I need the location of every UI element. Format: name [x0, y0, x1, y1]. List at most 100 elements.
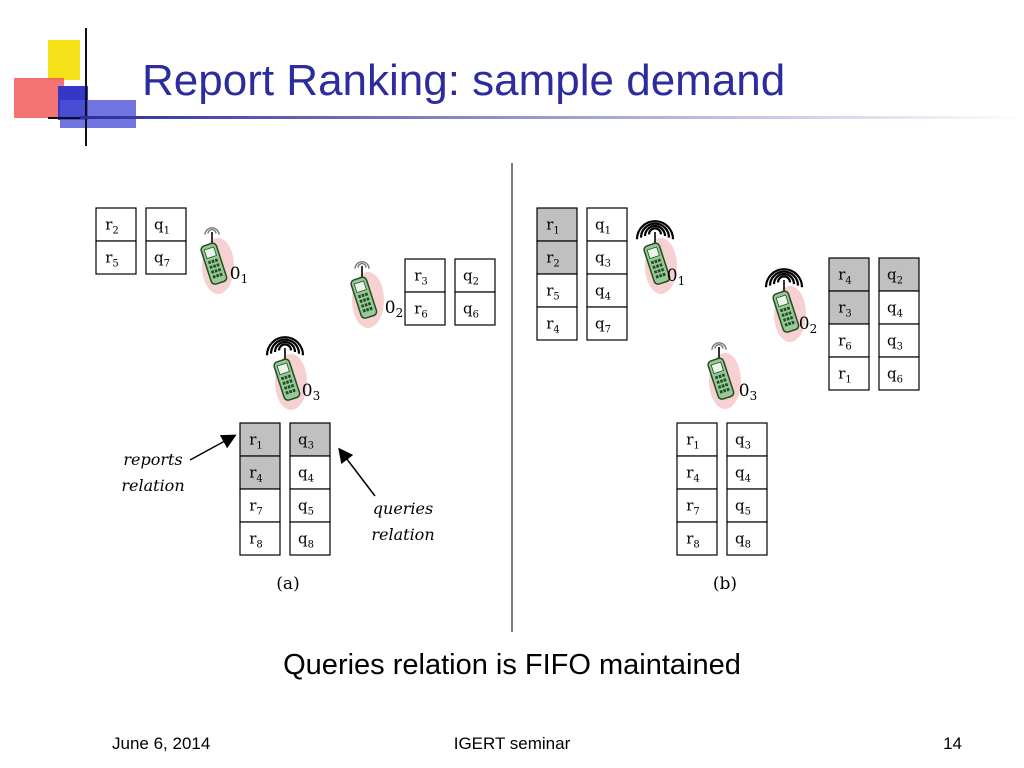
panel-b-node3-reports-cell-label: r1	[686, 431, 700, 452]
panel-a-node2-queries-cell-label: q6	[463, 300, 479, 321]
panel-a-node3-queries-cell-label: q5	[298, 497, 314, 518]
panel-b-node3-queries-cell-label: q3	[735, 431, 751, 452]
panel-a-node1-phone-icon	[200, 227, 234, 294]
panel-a-node2-reports-cell-r3	[404, 258, 446, 293]
panel-a-node3-queries-cell-q5	[289, 488, 331, 523]
panel-a-node2-label: 02	[385, 298, 403, 320]
panel-a-node2-queries-cell-q6	[454, 291, 496, 326]
panel-b-node1-reports-cell-label: r2	[546, 249, 560, 270]
annotation-1-arrow	[189, 434, 237, 461]
panel-a-node3-queries-cell-q4	[289, 455, 331, 490]
panel-a-node3-label: 03	[302, 381, 320, 403]
panel-a-node2-queries-cell-label: q2	[463, 267, 479, 288]
panel-a-label: (a)	[276, 574, 299, 594]
panel-a-node2-reports-cell-label: r3	[414, 267, 428, 288]
panel-b-node2-reports-cell-r3	[828, 290, 870, 325]
panel-a-node3-queries-cell-q8	[289, 521, 331, 556]
footer-page-number: 14	[943, 734, 962, 753]
panel-b-node1-reports-cell-r4	[536, 306, 578, 341]
panel-a-node1-reports-cell-label: r5	[105, 249, 119, 270]
footer-date: June 6, 2014	[112, 734, 211, 753]
panel-b-node3-queries-cell-q5	[726, 488, 768, 523]
panel-b-node2-queries-cell-q3	[878, 323, 920, 358]
panel-a-node3-reports-cell-r8	[239, 521, 281, 556]
panel-b-node2-queries-cell-q4	[878, 290, 920, 325]
panel-a-node1-reports-cell-r2	[95, 207, 137, 242]
panel-b-node2-queries-cell-label: q2	[887, 266, 903, 287]
panel-a-node1-queries-cell-q1	[145, 207, 187, 242]
panel-b-node3-reports-cell-label: r4	[686, 464, 700, 485]
slide-caption: Queries relation is FIFO maintained	[283, 649, 741, 681]
panel-a-node-3: r1 r4 r7 r8 q3 q4 q5 q8 03	[239, 336, 331, 556]
panel-b-node2-reports-cell-r6	[828, 323, 870, 358]
panel-a-node3-queries-cell-label: q8	[298, 530, 314, 551]
panel-b-node2-queries-cell-q6	[878, 356, 920, 391]
panel-b-node3-reports-cell-r8	[676, 521, 718, 556]
panel-b-node3-reports-cell-label: r8	[686, 530, 700, 551]
panel-b-node-3: r1 r4 r7 r8 q3 q4 q5 q8 03	[676, 342, 768, 556]
panel-b-node1-reports-cell-label: r4	[546, 315, 560, 336]
panel-b-node1-queries-cell-q1	[586, 207, 628, 242]
panel-a-node3-queries-cell-label: q3	[298, 431, 314, 452]
panel-a-node2-queries-cell-q2	[454, 258, 496, 293]
panel-b-node3-label: 03	[739, 381, 757, 403]
panel-a-node3-reports-cell-label: r7	[249, 497, 263, 518]
footer-event: IGERT seminar	[453, 734, 571, 753]
panel-a-node1-queries-cell-q7	[145, 240, 187, 275]
panel-b-node1-queries-cell-q4	[586, 273, 628, 308]
panel-b-node2-reports-cell-label: r4	[838, 266, 852, 287]
panel-b-node1-queries-cell-label: q1	[595, 216, 611, 237]
annotation-1-line1: reports	[123, 450, 182, 469]
annotation-2-line2: relation	[371, 525, 434, 544]
panel-b-node3-phone-icon	[707, 342, 741, 409]
panel-b-node2-queries-cell-q2	[878, 257, 920, 292]
panel-a-node3-queries-cell-q3	[289, 422, 331, 457]
panel-b-node3-reports-cell-r7	[676, 488, 718, 523]
slide-title: Report Ranking: sample demand	[142, 56, 786, 105]
panel-b-node3-queries-cell-q8	[726, 521, 768, 556]
panel-b-node1-queries-cell-label: q3	[595, 249, 611, 270]
panel-b-node3-reports-cell-r4	[676, 455, 718, 490]
annotation-2-line1: queries	[373, 499, 433, 518]
panel-b-node3-reports-cell-label: r7	[686, 497, 700, 518]
panel-b-node1-reports-cell-label: r1	[546, 216, 560, 237]
panel-a-node-2: r3 r6 q2 q6 02	[350, 258, 496, 328]
panel-b-node1-queries-cell-q3	[586, 240, 628, 275]
panel-b-node1-reports-cell-r1	[536, 207, 578, 242]
panel-a-node-1: r2 r5 q1 q7 01	[95, 207, 248, 294]
panel-b-node1-queries-cell-label: q7	[595, 315, 611, 336]
panel-b-node1-label: 01	[667, 266, 685, 288]
panel-a-node3-reports-cell-label: r1	[249, 431, 263, 452]
panel-a-node3-queries-cell-label: q4	[298, 464, 314, 485]
panel-a-node2-phone-icon	[350, 261, 384, 328]
panel-a-node3-reports-cell-label: r8	[249, 530, 263, 551]
panel-b-node2-reports-cell-label: r6	[838, 332, 852, 353]
panel-a-node3-reports-cell-label: r4	[249, 464, 263, 485]
panel-a-node1-reports-cell-label: r2	[105, 216, 119, 237]
panel-b-node1-reports-cell-r2	[536, 240, 578, 275]
panel-b-node2-phone-icon	[764, 268, 806, 342]
annotation-2-arrow	[338, 447, 376, 497]
panel-a-node3-phone-icon	[265, 336, 307, 410]
panel-a-node3-reports-cell-r4	[239, 455, 281, 490]
annotation-1-line2: relation	[121, 476, 184, 495]
panel-a-node1-label: 01	[230, 264, 248, 286]
panel-b-node1-queries-cell-q7	[586, 306, 628, 341]
panel-a-node2-reports-cell-label: r6	[414, 300, 428, 321]
panel-b-node3-queries-cell-label: q5	[735, 497, 751, 518]
panel-b-node3-queries-cell-label: q4	[735, 464, 751, 485]
panel-b-node2-reports-cell-label: r1	[838, 365, 852, 386]
panel-b-node2-label: 02	[799, 314, 817, 336]
panel-b-node1-queries-cell-label: q4	[595, 282, 611, 303]
panel-a-node1-queries-cell-label: q7	[154, 249, 170, 270]
panel-b-node2-queries-cell-label: q3	[887, 332, 903, 353]
panel-b-node3-queries-cell-label: q8	[735, 530, 751, 551]
panel-b-node1-phone-icon	[635, 220, 677, 294]
panel-b-label: (b)	[713, 574, 737, 594]
panel-a-node1-queries-cell-label: q1	[154, 216, 170, 237]
panel-a-node3-reports-cell-r1	[239, 422, 281, 457]
title-rule	[80, 116, 1024, 119]
